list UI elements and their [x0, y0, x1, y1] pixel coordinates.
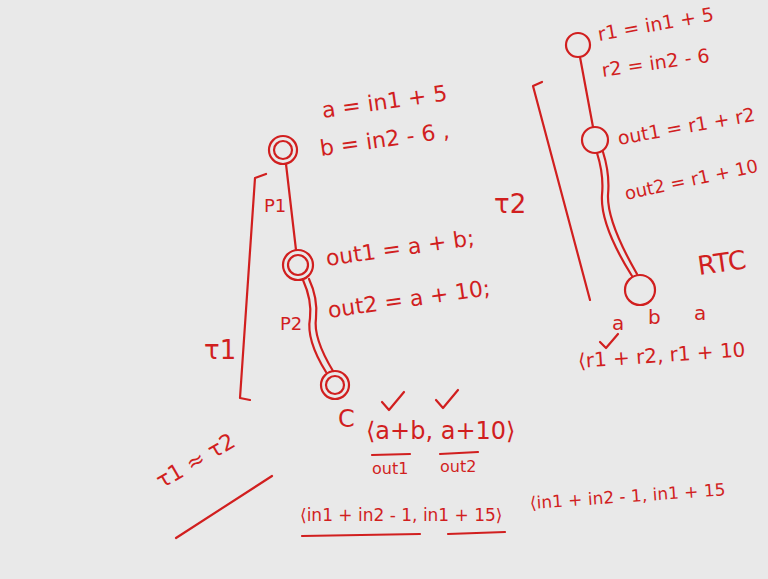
handwritten-label: out1: [372, 460, 408, 478]
bracket-line: [240, 174, 266, 400]
check-mark: [382, 392, 404, 410]
bracket-line: [533, 82, 590, 300]
state-circle: [625, 275, 655, 305]
state-circle: [283, 250, 313, 280]
handwritten-label: r1 = in1 + 5: [596, 4, 715, 46]
state-circle: [274, 141, 292, 159]
handwritten-label: ⟨a+b, a+10⟩: [366, 418, 515, 446]
handwritten-label: a = in1 + 5: [320, 81, 449, 124]
handwritten-label: P1: [264, 196, 286, 217]
thread-line: [309, 279, 333, 371]
underline: [448, 532, 505, 534]
thread-line: [603, 152, 637, 274]
state-circle: [269, 136, 297, 164]
check-mark: [436, 390, 458, 408]
handwritten-label: ⟨r1 + r2, r1 + 10: [577, 338, 746, 373]
handwritten-label: C: [338, 406, 355, 434]
thread-line: [286, 164, 296, 250]
underline: [440, 452, 478, 454]
handwritten-label: out1 = r1 + r2: [616, 104, 757, 150]
handwritten-label: r2 = in2 - 6: [600, 45, 710, 82]
check-mark: [600, 334, 618, 348]
underline: [372, 454, 410, 455]
state-circle: [321, 371, 349, 399]
handwritten-label: out2 = a + 10;: [326, 275, 492, 323]
handwritten-label: out2: [440, 458, 476, 476]
underline: [176, 476, 272, 538]
handwritten-label: τ1 ≈ τ2: [152, 428, 240, 493]
underline: [302, 534, 420, 536]
state-circle: [566, 33, 590, 57]
handwritten-label: out1 = a + b;: [324, 225, 476, 271]
thread-line: [580, 57, 593, 127]
handwritten-label: ⟨in1 + in2 - 1, in1 + 15: [529, 480, 726, 513]
state-circle: [582, 127, 608, 153]
handwritten-label: P2: [280, 314, 302, 335]
handwritten-label: a: [612, 312, 624, 335]
handwritten-label: b = in2 - 6 ,: [318, 118, 451, 161]
state-circle: [288, 255, 308, 275]
handwritten-label: out2 = r1 + 10: [623, 156, 760, 204]
handwritten-label: b: [648, 306, 661, 329]
handwritten-label: τ2: [494, 190, 526, 220]
handwritten-label: ⟨in1 + in2 - 1, in1 + 15⟩: [300, 506, 503, 526]
state-circle: [326, 376, 344, 394]
handwritten-label: RTC: [696, 245, 748, 281]
handwritten-label: a: [694, 302, 706, 325]
handwritten-label: τ1: [204, 336, 236, 366]
